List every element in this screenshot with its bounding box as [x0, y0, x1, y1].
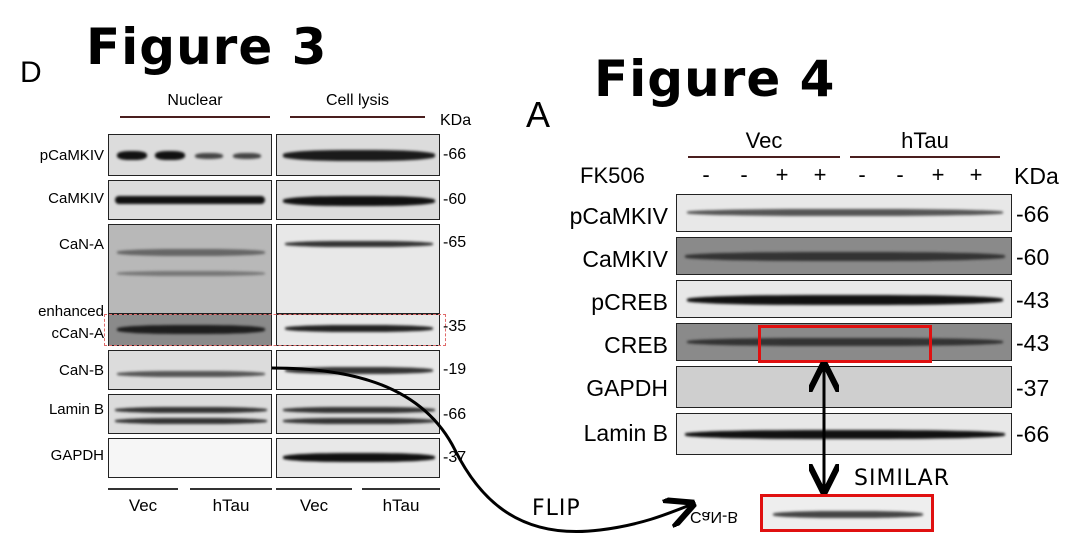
bottom-label-vec: Vec [299, 496, 329, 515]
blot-nuclear-can-b [108, 350, 272, 390]
group-label-vec: Vec [745, 128, 783, 153]
kda-label-fig4: KDa [1014, 163, 1059, 189]
kda-marker: -66 [1016, 201, 1050, 227]
bottom-label-vec: Vec [128, 496, 158, 515]
row-label-lamin-b: Lamin B [583, 420, 668, 446]
row-label-gapdh: GAPDH [586, 375, 668, 401]
kda-label-fig3: KDa [440, 112, 472, 129]
row-label-camkiv: CaMKIV [582, 246, 668, 272]
kda-marker: -60 [443, 191, 467, 208]
row-label-gapdh: GAPDH [50, 447, 104, 464]
panel-label-a: A [526, 94, 551, 135]
blot-lysis-gapdh [276, 438, 440, 478]
group-label-nuclear: Nuclear [167, 92, 223, 109]
treatment-label-fk506: FK506 [580, 163, 645, 188]
group-label-cell-lysis: Cell lysis [325, 92, 390, 109]
similar-annotation: SIMILAR [854, 466, 951, 491]
row-label-pcamkiv: pCaMKIV [39, 147, 104, 164]
group-label-htau: hTau [901, 128, 949, 153]
group-line-htau [850, 156, 1000, 158]
blot-lamin-b [676, 413, 1012, 455]
bottom-label-htau: hTau [212, 496, 250, 515]
row-label-can-a: CaN-A [58, 236, 104, 253]
row-label-pcamkiv: pCaMKIV [569, 203, 668, 229]
bottom-line [276, 488, 352, 490]
treatment-sign: + [969, 162, 983, 187]
figure4-title: Figure 4 [594, 50, 836, 108]
blot-nuclear-can-a [108, 224, 272, 314]
row-label-can-b: CaN-B [58, 362, 104, 379]
row-label-camkiv: CaMKIV [48, 190, 104, 207]
kda-marker: -66 [443, 146, 467, 163]
kda-marker: -66 [1016, 421, 1050, 447]
row-label-creb: CREB [604, 332, 668, 358]
panel-label-d: D [20, 56, 42, 89]
treatment-sign: - [896, 162, 904, 187]
blot-lysis-camkiv [276, 180, 440, 220]
group-line-nuclear [120, 116, 270, 118]
kda-marker: -60 [1016, 244, 1050, 270]
group-line-cell-lysis [290, 116, 425, 118]
dashed-highlight-box [104, 314, 446, 346]
flip-arrow [271, 366, 690, 533]
treatment-sign: + [775, 162, 789, 187]
bottom-line [108, 488, 178, 490]
kda-marker: -65 [443, 234, 467, 251]
kda-marker: -43 [1016, 330, 1050, 356]
blot-camkiv [676, 237, 1012, 275]
flip-annotation: FLIP [532, 496, 581, 521]
kda-marker: -35 [443, 318, 467, 335]
blot-lysis-pcamkiv [276, 134, 440, 176]
blot-nuclear-ccan-a [108, 314, 272, 346]
blot-pcreb [676, 280, 1012, 318]
kda-marker: -19 [443, 361, 467, 378]
row-label-lamin-b: Lamin B [48, 401, 104, 418]
kda-marker: -66 [443, 406, 467, 423]
blot-nuclear-camkiv [108, 180, 272, 220]
blot-nuclear-pcamkiv [108, 134, 272, 176]
blot-pcamkiv [676, 194, 1012, 232]
row-label-pcreb: pCREB [591, 289, 668, 315]
flipped-strip-box [760, 494, 934, 532]
bottom-label-htau: hTau [382, 496, 420, 515]
creb-highlight-box [758, 325, 932, 363]
blot-nuclear-gapdh [108, 438, 272, 478]
treatment-sign: - [740, 162, 748, 187]
treatment-sign: + [931, 162, 945, 187]
treatment-sign: + [813, 162, 827, 187]
row-label-enhanced: enhanced [38, 303, 104, 320]
blot-lysis-can-a [276, 224, 440, 314]
kda-marker: -43 [1016, 287, 1050, 313]
blot-lysis-ccan-a [276, 314, 440, 346]
treatment-sign: - [858, 162, 866, 187]
bottom-line [362, 488, 440, 490]
treatment-sign: - [702, 162, 710, 187]
blot-gapdh [676, 366, 1012, 408]
row-label-ccan-a: cCaN-A [51, 325, 104, 342]
figure3-title: Figure 3 [86, 18, 328, 76]
group-line-vec [688, 156, 840, 158]
kda-marker: -37 [1016, 375, 1050, 401]
bottom-line [190, 488, 272, 490]
blot-nuclear-lamin-b [108, 394, 272, 434]
